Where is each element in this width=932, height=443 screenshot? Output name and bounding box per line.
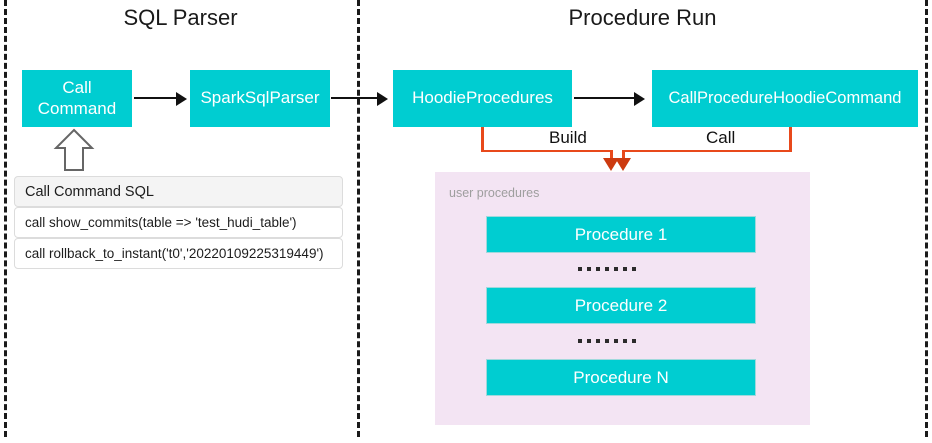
call-command-sql-table: Call Command SQL call show_commits(table… — [14, 176, 343, 269]
section-title-sql-parser: SQL Parser — [123, 5, 238, 30]
build-connector-horizontal — [481, 149, 612, 153]
call-connector-down-right — [789, 127, 792, 152]
arrow-call-command-to-spark-sql-parser — [134, 97, 178, 99]
call-connector-down-left — [622, 149, 625, 165]
build-connector-down-right — [610, 149, 613, 165]
node-call-procedure-hoodie-command[interactable]: CallProcedureHoodieCommand — [652, 70, 918, 127]
arrow-hoodie-procedures-to-call-procedure-hoodie-command — [574, 97, 636, 99]
up-arrow-icon — [52, 128, 96, 172]
sql-table-header: Call Command SQL — [14, 176, 343, 207]
procedure-box[interactable]: Procedure 1 — [486, 216, 756, 253]
divider-right — [925, 0, 928, 437]
arrow-head-spark-sql-parser — [176, 91, 187, 106]
call-connector-arrowhead — [615, 158, 631, 171]
edge-label-call: Call — [700, 128, 742, 148]
edge-label-build: Build — [543, 128, 593, 148]
sql-table-row: call rollback_to_instant('t0','202201092… — [14, 238, 343, 269]
arrow-head-call-procedure-hoodie-command — [634, 91, 645, 106]
section-title-procedure-run: Procedure Run — [568, 5, 717, 30]
procedure-ellipsis — [578, 339, 636, 343]
arrow-head-hoodie-procedures — [377, 91, 388, 106]
sql-table-row: call show_commits(table => 'test_hudi_ta… — [14, 207, 343, 238]
divider-middle — [357, 0, 360, 437]
node-call-command[interactable]: Call Command — [22, 70, 132, 127]
node-hoodie-procedures[interactable]: HoodieProcedures — [393, 70, 572, 127]
call-connector-horizontal — [622, 149, 792, 153]
procedure-box[interactable]: Procedure N — [486, 359, 756, 396]
user-procedures-label: user procedures — [449, 186, 540, 200]
procedure-box[interactable]: Procedure 2 — [486, 287, 756, 324]
divider-left — [4, 0, 7, 437]
build-connector-down-left — [481, 127, 484, 152]
node-spark-sql-parser[interactable]: SparkSqlParser — [190, 70, 330, 127]
procedure-ellipsis — [578, 267, 636, 271]
arrow-spark-sql-parser-to-hoodie-procedures — [331, 97, 379, 99]
